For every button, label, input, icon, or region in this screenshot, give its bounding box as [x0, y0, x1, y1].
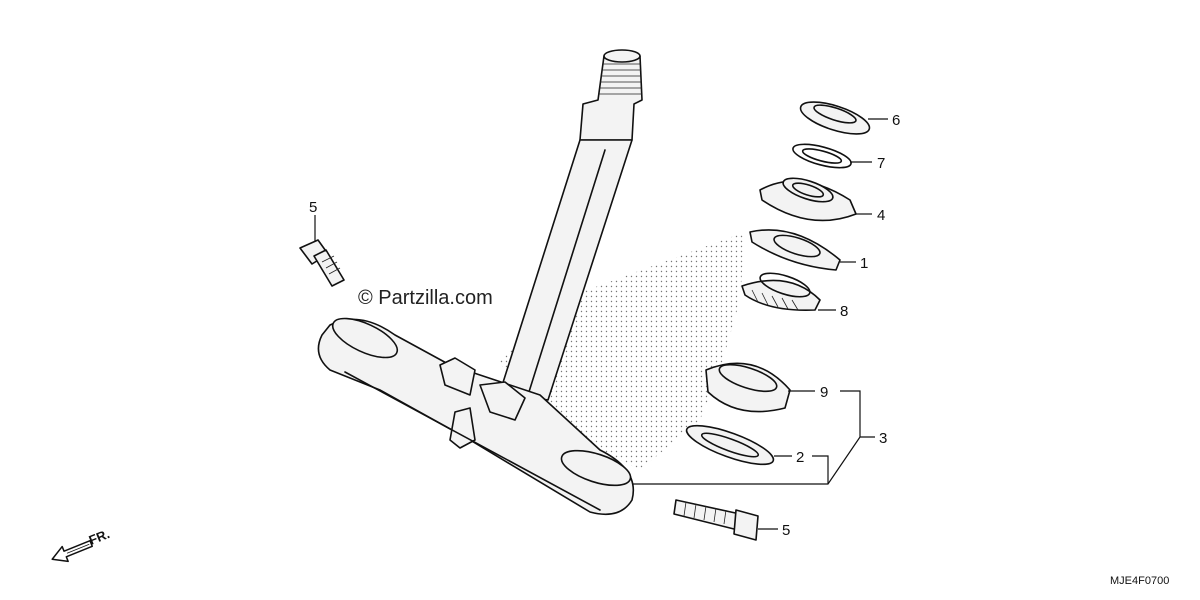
bolt-5-lower [673, 499, 759, 541]
bolt-5-upper [299, 239, 345, 287]
part-9-lower-bearing [705, 362, 791, 413]
lower-triple-clamp [317, 317, 634, 516]
callout-2: 2 [796, 449, 804, 466]
front-direction-arrow-icon [51, 539, 94, 563]
part-4-adjusting-nut [759, 177, 857, 222]
part-1-upper-race [749, 229, 841, 271]
part-8-upper-bearing [741, 272, 821, 312]
part-2-lower-seal [685, 424, 775, 466]
callout-5-upper: 5 [309, 199, 317, 216]
callout-7: 7 [877, 155, 885, 172]
callout-6: 6 [892, 112, 900, 129]
callout-3: 3 [879, 430, 887, 447]
diagram-code: MJE4F0700 [1110, 575, 1169, 587]
steering-stem-shaft [499, 49, 643, 401]
part-3-bracket [632, 390, 875, 485]
callout-9: 9 [820, 384, 828, 401]
callout-8: 8 [840, 303, 848, 320]
assembly-stipple-zone [500, 232, 745, 470]
watermark: © Partzilla.com [358, 287, 493, 309]
part-6-lock-nut [799, 101, 871, 135]
callout-4: 4 [877, 207, 885, 224]
callout-1: 1 [860, 255, 868, 272]
callout-5-lower: 5 [782, 522, 790, 539]
part-7-lock-washer [792, 143, 852, 169]
front-label: FR. [87, 526, 112, 548]
